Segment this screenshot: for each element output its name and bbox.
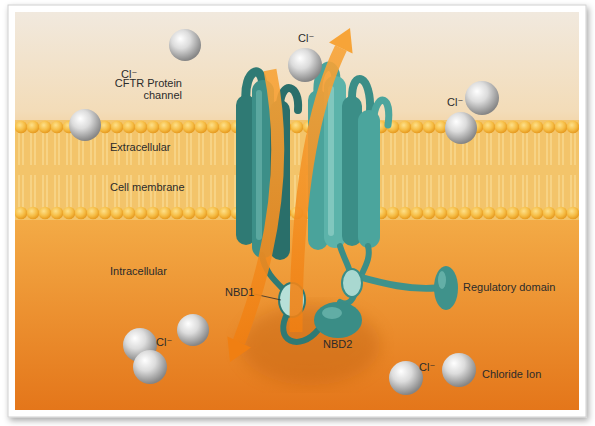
ion-label: Cl⁻ — [419, 361, 449, 373]
chloride-ion — [288, 48, 322, 82]
chloride-ion — [177, 314, 209, 346]
flow-arrow — [296, 48, 341, 332]
helix — [358, 110, 380, 248]
helix-highlight — [256, 90, 262, 240]
chloride-ion — [442, 353, 476, 387]
nbd2-domain — [314, 302, 362, 338]
arrow-head — [329, 28, 353, 54]
legend-label: Chloride Ion — [482, 368, 572, 380]
chloride-ion — [169, 29, 201, 61]
region-label: Extracellular — [110, 141, 200, 153]
protein-chain — [356, 276, 436, 288]
region-label: Intracellular — [110, 265, 200, 277]
background — [15, 12, 579, 410]
region-label: Cell membrane — [110, 181, 200, 193]
protein-label: CFTR Protein channel — [98, 77, 182, 101]
arrow-head — [227, 337, 251, 363]
regulatory-domain — [434, 266, 458, 310]
chloride-ion — [69, 109, 101, 141]
nbd2-highlight — [322, 307, 342, 319]
picture-frame — [8, 5, 586, 417]
domain-label: Regulatory domain — [463, 281, 573, 293]
domain-label: NBD1 — [225, 286, 265, 298]
ion-label: Cl⁻ — [156, 336, 186, 348]
regulatory-highlight — [438, 271, 446, 289]
chloride-ion — [133, 350, 167, 384]
chloride-ion — [465, 81, 499, 115]
domain-label: NBD2 — [323, 338, 363, 350]
ion-label: Cl⁻ — [298, 32, 328, 44]
chloride-ion — [445, 112, 477, 144]
chloride-ion — [389, 361, 423, 395]
ion-label: Cl⁻ — [447, 96, 477, 108]
flow-arrow — [239, 70, 278, 342]
protein-domain — [342, 269, 362, 297]
helix-highlight — [328, 86, 334, 236]
